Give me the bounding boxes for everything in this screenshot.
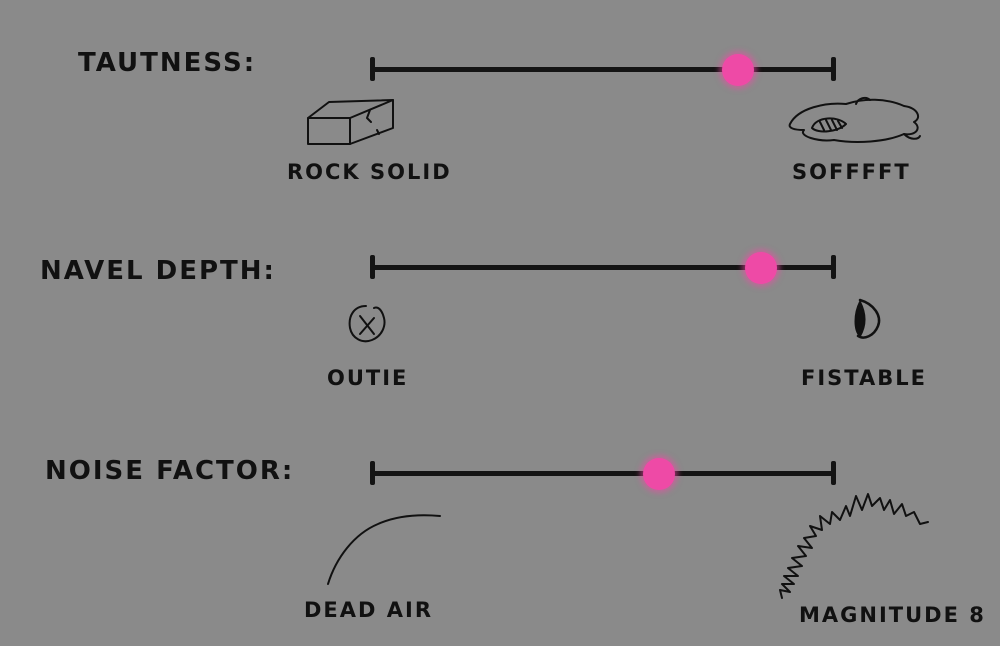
slider-label: NOISE FACTOR: (45, 456, 295, 486)
slider-max-cap (831, 461, 836, 485)
slider-knob[interactable] (745, 252, 778, 284)
slider-track (370, 67, 836, 72)
brick-icon (305, 98, 397, 148)
slider-min-label: OUTIE (327, 366, 409, 390)
slider-max-cap (831, 255, 836, 279)
noisy-wave-icon (776, 486, 932, 602)
slider-knob[interactable] (722, 54, 755, 86)
slider-track (370, 265, 836, 270)
slider-min-cap (370, 461, 375, 485)
deep-navel-icon (850, 296, 884, 344)
slider-max-label: SOFFFFT (792, 160, 911, 184)
outie-navel-icon (344, 302, 390, 346)
slider-min-label: ROCK SOLID (287, 160, 452, 184)
slider-knob[interactable] (642, 458, 675, 490)
slider-label: TAUTNESS: (78, 48, 257, 78)
slider-min-cap (370, 255, 375, 279)
slider-min-label: DEAD AIR (304, 598, 434, 622)
noise-factor-slider[interactable] (370, 458, 836, 490)
navel-depth-slider[interactable] (370, 252, 836, 284)
tautness-slider[interactable] (370, 54, 836, 86)
slider-track (370, 471, 836, 476)
slider-max-cap (831, 57, 836, 81)
flat-wave-icon (324, 512, 444, 588)
pillow-icon (786, 94, 926, 154)
slider-max-label: FISTABLE (801, 366, 927, 390)
slider-label: NAVEL DEPTH: (40, 256, 276, 286)
slider-max-label: MAGNITUDE 8 (799, 603, 986, 627)
slider-min-cap (370, 57, 375, 81)
